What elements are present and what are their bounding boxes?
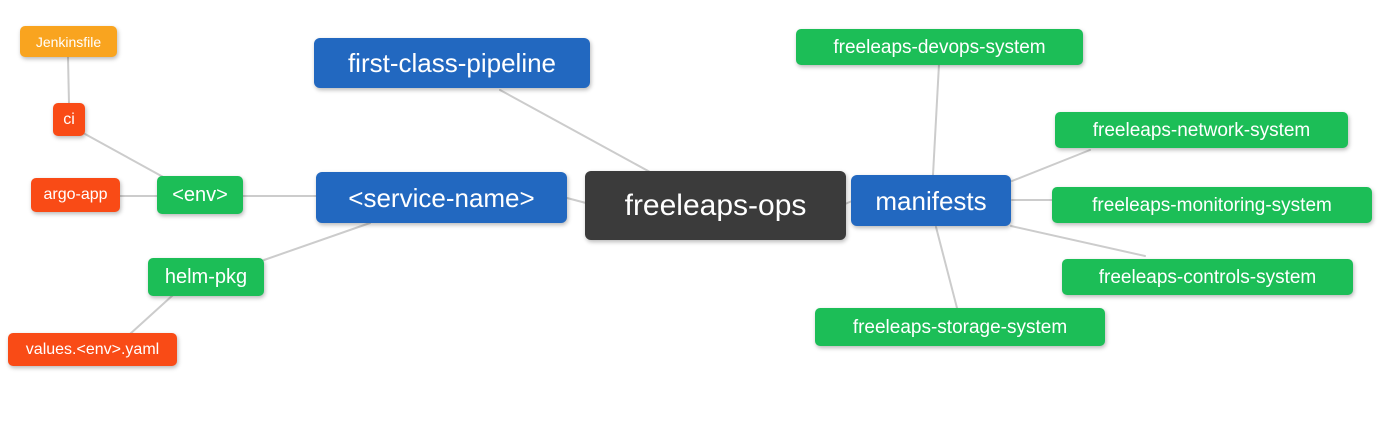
node-ci[interactable]: ci xyxy=(53,103,85,136)
edge-manifests-storage xyxy=(935,226,958,309)
edge-helmpkg-servicename xyxy=(263,222,371,261)
node-freeleaps-controls-system[interactable]: freeleaps-controls-system xyxy=(1062,259,1353,295)
edge-ci-env xyxy=(84,133,166,179)
node-manifests[interactable]: manifests xyxy=(851,175,1011,226)
node-service-name[interactable]: <service-name> xyxy=(316,172,567,223)
node-helm-pkg[interactable]: helm-pkg xyxy=(148,258,264,296)
edge-servicename-root xyxy=(566,197,587,204)
node-freeleaps-devops-system[interactable]: freeleaps-devops-system xyxy=(796,29,1083,65)
edge-jenkinsfile-ci xyxy=(67,56,70,105)
edge-manifests-devops xyxy=(932,63,940,176)
edge-pipeline-root xyxy=(499,89,651,173)
node-env[interactable]: <env> xyxy=(157,176,243,214)
edge-manifests-controls xyxy=(1010,225,1146,257)
node-first-class-pipeline[interactable]: first-class-pipeline xyxy=(314,38,590,88)
node-freeleaps-ops[interactable]: freeleaps-ops xyxy=(585,171,846,240)
edge-root-manifests xyxy=(844,200,853,205)
node-argo-app[interactable]: argo-app xyxy=(31,178,120,212)
edge-manifests-network xyxy=(1011,149,1091,182)
node-freeleaps-storage-system[interactable]: freeleaps-storage-system xyxy=(815,308,1105,346)
node-freeleaps-network-system[interactable]: freeleaps-network-system xyxy=(1055,112,1348,148)
edge-values-helmpkg xyxy=(129,294,174,335)
node-jenkinsfile[interactable]: Jenkinsfile xyxy=(20,26,117,57)
node-values-env-yaml[interactable]: values.<env>.yaml xyxy=(8,333,177,366)
node-freeleaps-monitoring-system[interactable]: freeleaps-monitoring-system xyxy=(1052,187,1372,223)
